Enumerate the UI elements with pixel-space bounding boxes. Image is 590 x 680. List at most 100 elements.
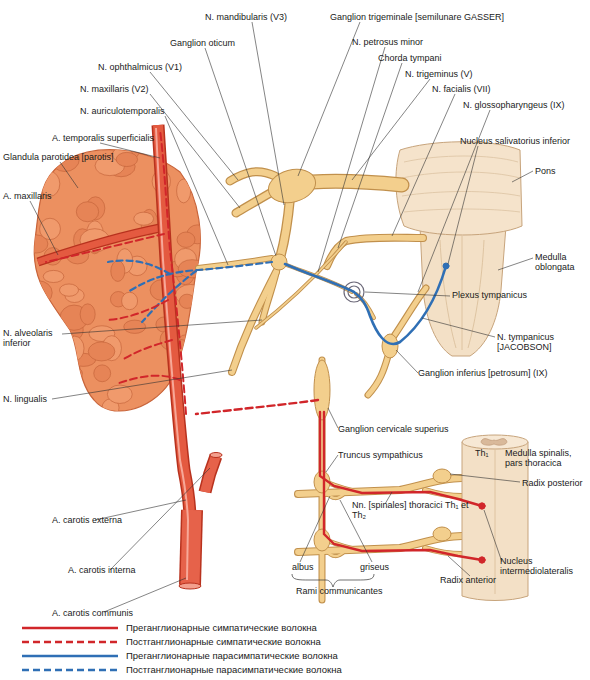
nerve — [312, 181, 402, 185]
leader-line — [448, 556, 470, 576]
anatomy-label: Glandula parotidea [parotis] — [3, 152, 114, 162]
leader-line — [512, 171, 533, 182]
nerve — [394, 288, 426, 336]
parasympathetic-fibre — [128, 262, 272, 292]
gland-lobule — [40, 218, 61, 239]
parasympathetic-fibre — [142, 271, 196, 322]
leader-line — [165, 116, 228, 265]
gland-lobule — [186, 359, 207, 372]
anatomy-label: Rami communicantes — [296, 586, 383, 596]
anatomy-label: Medulla oblongata — [535, 252, 585, 272]
leader-line — [60, 162, 78, 188]
sympathetic-fibre — [46, 130, 485, 563]
gland-lobule — [60, 284, 79, 296]
legend-text: Постганглионарные симпатические волокна — [126, 636, 321, 647]
parasympathetic-fibre — [108, 261, 449, 344]
leader-line — [448, 146, 478, 264]
legend-text: Преганглионарные симпатические волокна — [126, 622, 317, 633]
nerve — [368, 356, 388, 395]
ganglion — [433, 469, 451, 483]
artery — [38, 125, 222, 589]
sympathetic-fibre — [160, 130, 186, 414]
artery — [190, 510, 192, 585]
nerve — [280, 198, 290, 258]
nerve — [256, 242, 346, 328]
parasympathetic-fibre — [285, 264, 446, 344]
nerve — [368, 356, 388, 395]
anatomy-label: Ganglion inferius [petrosum] (IX) — [418, 368, 548, 378]
leader-line — [30, 201, 58, 255]
nerve — [230, 172, 275, 181]
leader-line — [450, 474, 520, 482]
nerve — [326, 492, 345, 498]
sympathetic-fibre — [479, 557, 485, 563]
gland-lobule — [195, 315, 211, 336]
gland-lobule — [186, 389, 214, 411]
anatomy-label: A. temporalis superficialis — [52, 133, 154, 143]
anatomy-label: N. glossopharyngeus (IX) — [463, 100, 565, 110]
anatomy-label: Pons — [535, 166, 556, 176]
spinal-cord — [462, 435, 528, 449]
legend-text: Преганглионарные парасимпатические волок… — [126, 650, 338, 661]
nerve — [232, 272, 276, 372]
leader-line — [104, 578, 186, 612]
leader-line — [52, 370, 232, 399]
artery — [210, 453, 222, 458]
leader-line — [298, 22, 360, 176]
leader-line — [326, 455, 338, 472]
leader-line — [205, 48, 276, 256]
sympathetic-fibre — [479, 503, 485, 509]
anatomy-label: N. trigeminus (V) — [405, 69, 473, 79]
leader-line — [110, 468, 210, 570]
anatomy-label: Ganglion trigeminale [semilunare GASSER] — [330, 12, 504, 22]
ganglion — [433, 527, 451, 541]
artery — [156, 128, 188, 580]
nerve — [312, 181, 402, 185]
legend-sample — [22, 669, 118, 672]
anatomy-label: albus — [292, 562, 314, 572]
nerve — [327, 238, 423, 266]
anatomy-label: Truncus sympathicus — [338, 450, 423, 460]
anatomy-label: Medulla spinalis, pars thoracica — [505, 448, 587, 468]
legend-sample — [22, 627, 118, 630]
nerve — [232, 272, 276, 372]
nerve — [198, 172, 462, 600]
gland-lobule — [144, 401, 168, 418]
gland-lobule — [88, 342, 115, 361]
anatomy-label: A. carotis communis — [52, 608, 133, 618]
nerve — [394, 288, 426, 336]
sympathetic-fibre — [324, 412, 482, 560]
anatomy-label: N. maxillaris (V2) — [80, 84, 149, 94]
anatomy-label: N. lingualis — [3, 394, 47, 404]
nerve — [326, 550, 345, 556]
spinal-cord — [495, 450, 496, 594]
legend-sample — [22, 628, 118, 670]
gland-lobule — [177, 232, 195, 247]
gland-lobule — [65, 336, 84, 361]
leader-line — [150, 72, 238, 180]
nerve — [230, 172, 275, 181]
leader-line — [365, 292, 450, 296]
anatomy-label: N. ophthalmicus (V1) — [98, 62, 182, 72]
sympathetic-fibre — [320, 412, 482, 506]
legend-text: Постганглионарные парасимпатические воло… — [126, 664, 342, 675]
anatomy-label: N. petrosus minor — [352, 37, 423, 47]
gland-lobule — [116, 152, 137, 166]
gland-lobule — [177, 179, 191, 203]
leader-line — [62, 320, 262, 334]
anatomy-label: Ganglion cervicale superius — [338, 424, 449, 434]
gland-lobule — [42, 355, 70, 371]
gland-lobule — [80, 304, 95, 325]
anatomy-label: A. maxillaris — [3, 191, 52, 201]
nerve — [327, 238, 423, 266]
nerve — [256, 242, 346, 328]
anatomy-label: Plexus tympanicus — [452, 290, 527, 300]
gland-lobule — [43, 270, 64, 282]
artery — [205, 456, 216, 492]
anatomy-label: griseus — [360, 562, 389, 572]
leader-line — [328, 408, 338, 428]
artery — [38, 228, 160, 262]
leader-line — [30, 22, 533, 612]
artery — [179, 583, 201, 589]
legend-sample — [22, 641, 118, 644]
